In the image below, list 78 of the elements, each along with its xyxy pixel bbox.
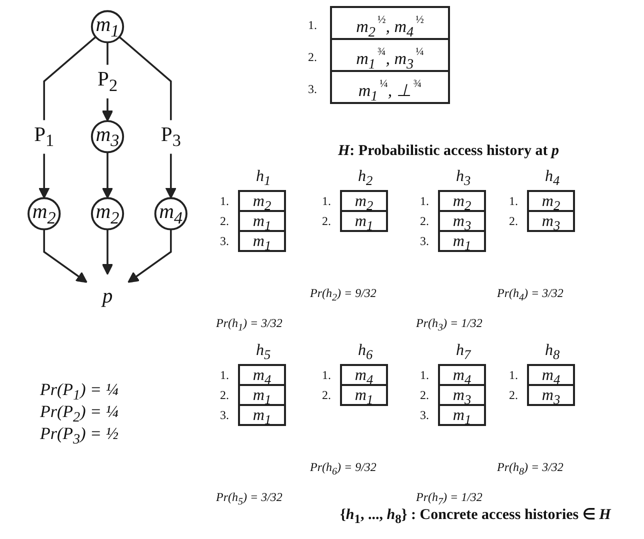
row-number: 1. <box>420 368 429 383</box>
row-number: 2. <box>420 214 429 229</box>
edge-label: P$_{3}$ <box>160 124 181 150</box>
probability-label: Pr(h$_{7}$) = 1/32 <box>416 490 482 508</box>
history-cell: m$_{2}$ <box>438 190 486 212</box>
history-cell: m$_{1}$ <box>238 210 286 232</box>
probability-label: Pr(h$_{1}$) = 3/32 <box>216 316 282 334</box>
history-cell: m$_{4}$ <box>340 364 388 386</box>
row-number: 1. <box>420 194 429 209</box>
history-entry: m$_{1}$$^{¼}$, ⊥$^{¾}$ <box>330 70 450 104</box>
row-number: 3. <box>308 82 317 97</box>
arrow <box>43 229 88 283</box>
row-number: 1. <box>509 194 518 209</box>
history-cell: m$_{4}$ <box>527 364 575 386</box>
row-number: 1. <box>322 368 331 383</box>
arrow <box>128 229 172 283</box>
history-cell: m$_{1}$ <box>438 230 486 252</box>
history-cell: m$_{3}$ <box>527 384 575 406</box>
row-number: 2. <box>322 388 331 403</box>
row-number: 2. <box>420 388 429 403</box>
history-cell: m$_{3}$ <box>438 210 486 232</box>
probability-label: Pr(P$_{2}$) = ¼ <box>40 402 119 426</box>
history-name: h$_{8}$ <box>545 342 560 364</box>
history-cell: m$_{3}$ <box>438 384 486 406</box>
caption: {h$_{1}$, ..., h$_{8}$} : Concrete access histories ∈ H <box>340 506 611 527</box>
row-number: 2. <box>509 214 518 229</box>
history-cell: m$_{4}$ <box>438 364 486 386</box>
edge-label: P$_{2}$ <box>97 68 118 95</box>
point-label: p <box>102 286 113 308</box>
node-circle: m$_{4}$ <box>154 197 188 230</box>
history-cell: m$_{1}$ <box>340 384 388 406</box>
arrow <box>102 229 114 275</box>
row-number: 1. <box>322 194 331 209</box>
history-name: h$_{4}$ <box>545 168 560 190</box>
history-cell: m$_{1}$ <box>340 210 388 232</box>
row-number: 3. <box>420 408 429 423</box>
row-number: 2. <box>220 388 229 403</box>
node-circle: m$_{2}$ <box>90 197 124 230</box>
node-circle: m$_{2}$ <box>28 197 61 230</box>
table-caption: H: Probabilistic access history at p <box>338 143 559 160</box>
row-number: 2. <box>220 214 229 229</box>
history-cell: m$_{1}$ <box>238 384 286 406</box>
row-number: 1. <box>308 18 317 33</box>
arrow <box>102 152 114 199</box>
probability-label: Pr(P$_{1}$) = ¼ <box>40 380 119 404</box>
row-number: 1. <box>220 194 229 209</box>
history-cell: m$_{1}$ <box>238 404 286 426</box>
history-name: h$_{3}$ <box>456 168 471 190</box>
probability-label: Pr(h$_{3}$) = 1/32 <box>416 316 482 334</box>
history-name: h$_{7}$ <box>456 342 471 364</box>
row-number: 2. <box>308 50 317 65</box>
history-cell: m$_{2}$ <box>340 190 388 212</box>
row-number: 3. <box>420 234 429 249</box>
history-cell: m$_{4}$ <box>238 364 286 386</box>
history-cell: m$_{2}$ <box>238 190 286 212</box>
history-name: h$_{5}$ <box>256 342 271 364</box>
history-name: h$_{6}$ <box>358 342 373 364</box>
history-name: h$_{2}$ <box>358 168 373 190</box>
row-number: 3. <box>220 234 229 249</box>
history-cell: m$_{1}$ <box>438 404 486 426</box>
edge-label: P$_{1}$ <box>34 124 54 150</box>
probability-label: Pr(h$_{5}$) = 3/32 <box>216 490 282 508</box>
history-name: h$_{1}$ <box>256 168 271 190</box>
row-number: 1. <box>220 368 229 383</box>
probability-label: Pr(P$_{3}$) = ½ <box>40 424 119 448</box>
history-cell: m$_{2}$ <box>527 190 575 212</box>
node-circle: m$_{3}$ <box>90 120 124 154</box>
row-number: 2. <box>509 388 518 403</box>
probability-label: Pr(h$_{8}$) = 3/32 <box>497 460 564 478</box>
row-number: 3. <box>220 408 229 423</box>
probability-label: Pr(h$_{2}$) = 9/32 <box>310 286 376 304</box>
row-number: 1. <box>509 368 518 383</box>
row-number: 2. <box>322 214 331 229</box>
history-cell: m$_{3}$ <box>527 210 575 232</box>
probability-label: Pr(h$_{4}$) = 3/32 <box>497 286 564 304</box>
node-circle: m$_{1}$ <box>90 10 124 44</box>
history-cell: m$_{1}$ <box>238 230 286 252</box>
probability-label: Pr(h$_{6}$) = 9/32 <box>310 460 376 478</box>
